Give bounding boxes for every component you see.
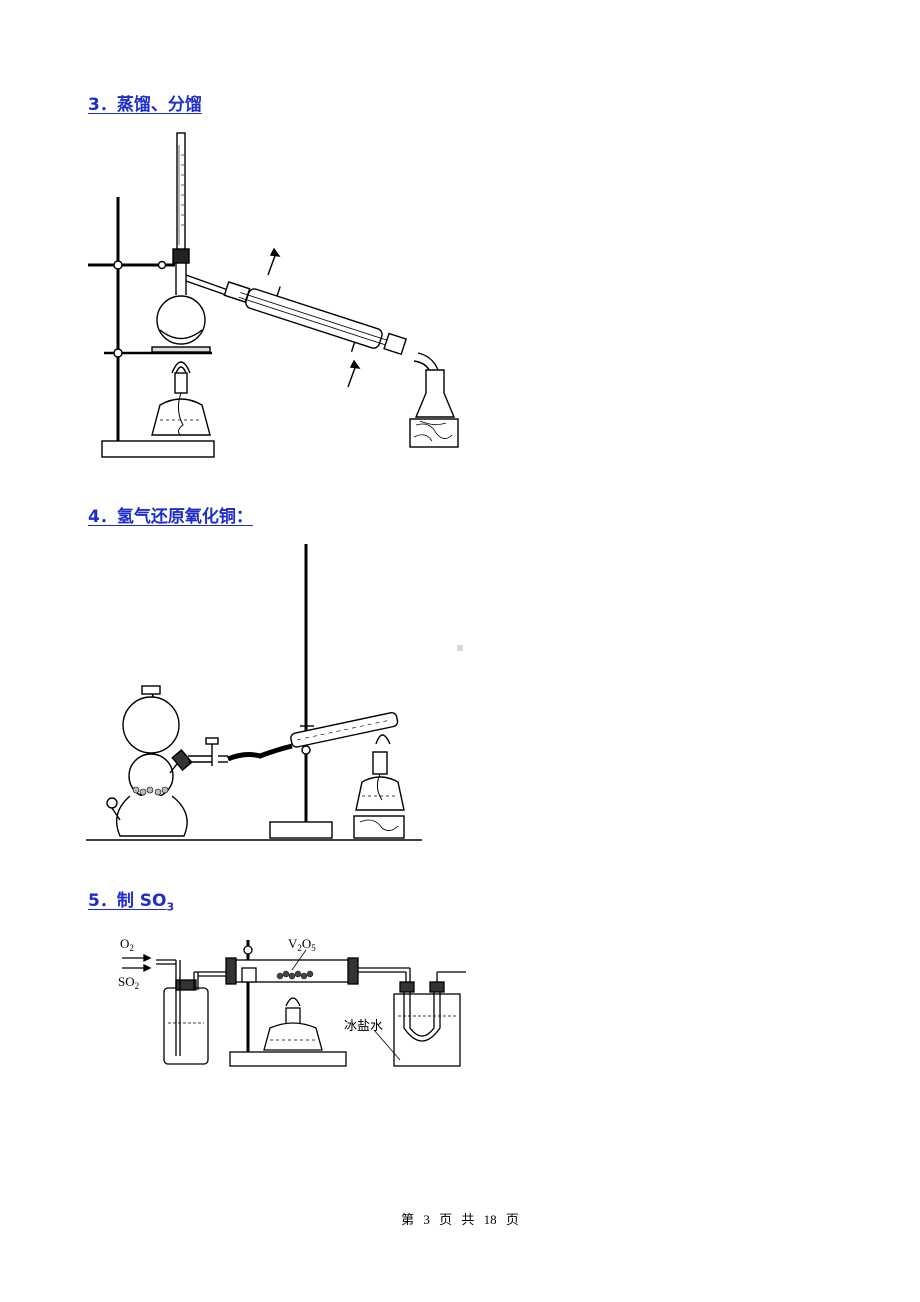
- stray-mark: [457, 645, 463, 651]
- section-5-heading: 5．制 SO3: [88, 891, 175, 914]
- distillation-apparatus-figure: [88, 132, 459, 458]
- page-footer: 第 3 页 共 18 页: [401, 1212, 519, 1227]
- so2-label: SO2: [118, 974, 139, 991]
- section-3-heading: 3．蒸馏、分馏: [88, 95, 202, 115]
- v2o5-label: V2O5: [288, 936, 316, 953]
- o2-label: O2: [120, 936, 134, 953]
- so3-preparation-figure: O2 SO2 V2O5 冰盐水: [118, 936, 466, 1067]
- hydrogen-reduction-figure: [86, 544, 422, 841]
- section-4-heading: 4．氢气还原氧化铜：: [88, 507, 253, 527]
- ice-salt-water-label: 冰盐水: [344, 1018, 383, 1033]
